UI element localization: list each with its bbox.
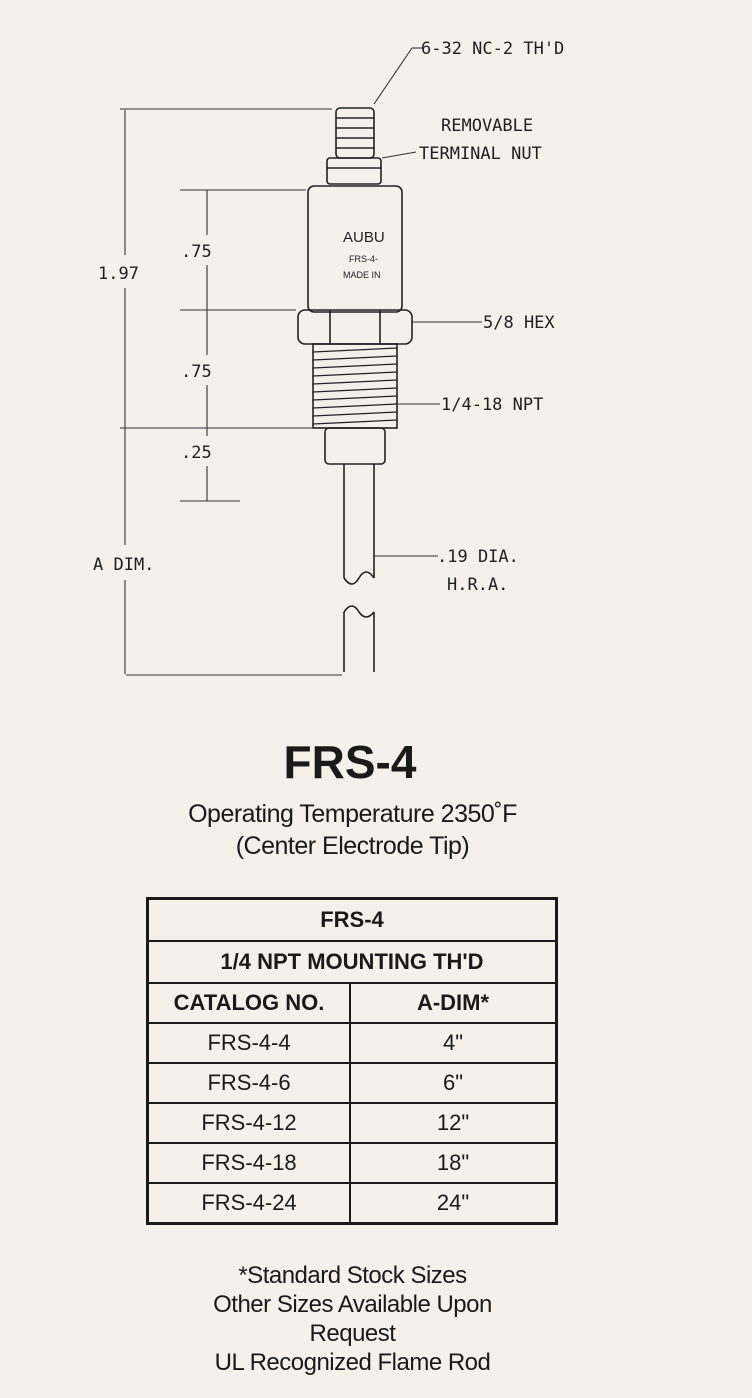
label-thread-top: 6-32 NC-2 TH'D xyxy=(421,39,564,59)
label-dim-overall: 1.97 xyxy=(98,264,139,284)
footnote-request: Request xyxy=(309,1320,396,1347)
table-subtitle: 1/4 NPT MOUNTING TH'D xyxy=(146,940,558,984)
stamp-brand: AUBU xyxy=(343,229,385,246)
table-row: FRS-4-24 24" xyxy=(146,1182,558,1225)
table-header-row: CATALOG NO. A-DIM* xyxy=(146,982,558,1024)
a-dim-cell: 12" xyxy=(349,1102,558,1144)
table-title-row: FRS-4 xyxy=(146,897,558,942)
technical-drawing: 6-32 NC-2 TH'D REMOVABLE TERMINAL NUT 1.… xyxy=(93,39,564,676)
label-dim-middle: .75 xyxy=(181,362,212,382)
a-dim-cell: 4" xyxy=(349,1022,558,1064)
operating-temperature: Operating Temperature 2350˚F xyxy=(188,800,517,828)
label-npt: 1/4-18 NPT xyxy=(441,395,543,415)
table-row: FRS-4-4 4" xyxy=(146,1022,558,1064)
column-header-a-dim: A-DIM* xyxy=(349,982,558,1024)
label-dim-upper: .75 xyxy=(181,242,212,262)
label-a-dim: A DIM. xyxy=(93,555,154,575)
label-terminal-nut: TERMINAL NUT xyxy=(419,144,542,164)
label-hex: 5/8 HEX xyxy=(483,313,555,333)
terminal-nut xyxy=(326,157,382,185)
footnote-ul: UL Recognized Flame Rod xyxy=(214,1349,491,1376)
catalog-cell: FRS-4-12 xyxy=(146,1102,351,1144)
label-dia: .19 DIA. xyxy=(437,547,519,567)
table-row: FRS-4-6 6" xyxy=(146,1062,558,1104)
terminal-stud xyxy=(335,107,375,159)
table-subtitle-row: 1/4 NPT MOUNTING TH'D xyxy=(146,940,558,984)
label-removable: REMOVABLE xyxy=(441,116,533,136)
catalog-cell: FRS-4-6 xyxy=(146,1062,351,1104)
footnote-other-sizes: Other Sizes Available Upon xyxy=(213,1291,492,1318)
stamp-origin: MADE IN xyxy=(343,270,381,280)
page-title: FRS-4 xyxy=(283,736,417,788)
table-row: FRS-4-18 18" xyxy=(146,1142,558,1184)
a-dim-cell: 6" xyxy=(349,1062,558,1104)
table-title: FRS-4 xyxy=(146,897,558,942)
stamp-model: FRS-4- xyxy=(349,254,378,264)
label-dim-lower: .25 xyxy=(181,443,212,463)
operating-temperature-note: (Center Electrode Tip) xyxy=(235,832,470,860)
lower-sleeve xyxy=(324,427,386,465)
catalog-cell: FRS-4-18 xyxy=(146,1142,351,1184)
a-dim-cell: 18" xyxy=(349,1142,558,1184)
column-header-catalog: CATALOG NO. xyxy=(146,982,351,1024)
footnote-stock-sizes: *Standard Stock Sizes xyxy=(238,1262,467,1289)
table-row: FRS-4-12 12" xyxy=(146,1102,558,1144)
a-dim-cell: 24" xyxy=(349,1182,558,1225)
catalog-cell: FRS-4-24 xyxy=(146,1182,351,1225)
spec-table: FRS-4 1/4 NPT MOUNTING TH'D CATALOG NO. … xyxy=(146,897,558,1225)
label-hra: H.R.A. xyxy=(447,575,508,595)
catalog-cell: FRS-4-4 xyxy=(146,1022,351,1064)
hex-nut xyxy=(297,309,413,345)
insulator-body xyxy=(307,185,403,313)
